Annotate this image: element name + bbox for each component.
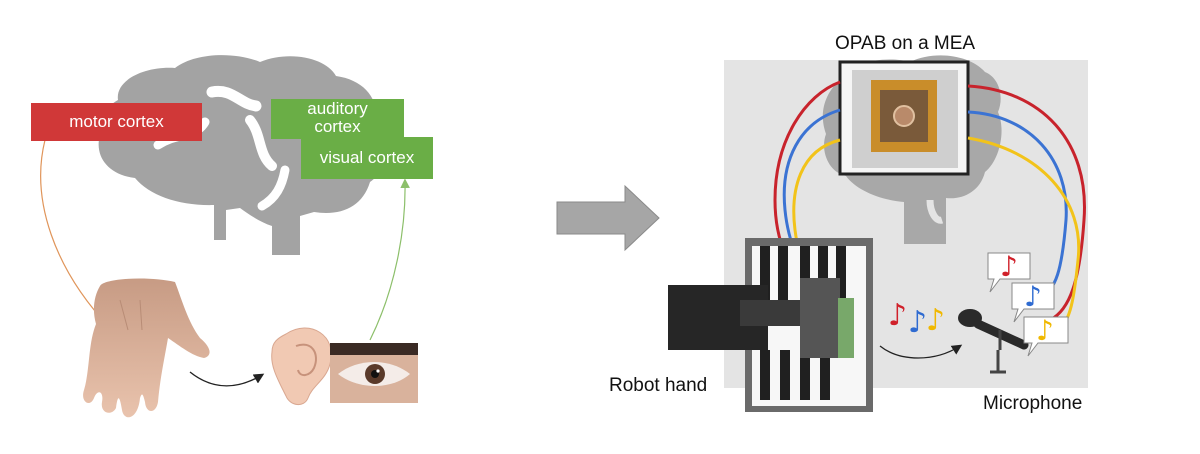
hand-image bbox=[83, 278, 210, 418]
svg-text:♪: ♪ bbox=[1024, 280, 1042, 313]
opab-mea-caption: OPAB on a MEA bbox=[835, 33, 976, 54]
ear-image bbox=[271, 327, 332, 405]
motor-to-hand-arrow bbox=[40, 139, 113, 331]
visual-cortex-label: visual cortex bbox=[301, 137, 433, 179]
eye-to-visual-arrow bbox=[369, 178, 410, 341]
hand-to-ear-arrow bbox=[189, 371, 265, 387]
svg-text:♪: ♪ bbox=[908, 305, 927, 340]
note-bubble-red: ♪ bbox=[987, 250, 1031, 293]
note-bubble-yellow: ♪ bbox=[1023, 314, 1069, 357]
svg-text:♪: ♪ bbox=[926, 303, 945, 338]
microphone-caption: Microphone bbox=[983, 393, 1083, 414]
auditory-cortex-text-line2: cortex bbox=[314, 117, 361, 136]
auditory-cortex-label: auditory cortex bbox=[271, 99, 404, 139]
svg-text:♪: ♪ bbox=[1036, 314, 1054, 347]
music-notes-icon: ♪ ♪ ♪ bbox=[888, 298, 945, 340]
auditory-cortex-text-line1: auditory bbox=[307, 99, 368, 118]
transition-arrow bbox=[556, 184, 660, 252]
robot-hand-image bbox=[668, 238, 873, 412]
robot-hand-caption: Robot hand bbox=[609, 375, 708, 396]
motor-cortex-text: motor cortex bbox=[69, 112, 164, 131]
robot-to-mic-arrow bbox=[879, 344, 963, 359]
visual-cortex-text: visual cortex bbox=[319, 148, 415, 167]
mea-device-image bbox=[838, 60, 970, 176]
note-bubble-blue: ♪ bbox=[1011, 280, 1055, 323]
svg-text:♪: ♪ bbox=[1000, 250, 1018, 283]
svg-text:♪: ♪ bbox=[888, 298, 907, 333]
motor-cortex-label: motor cortex bbox=[31, 103, 202, 141]
eye-image bbox=[330, 343, 418, 403]
microphone-icon bbox=[958, 309, 1029, 374]
